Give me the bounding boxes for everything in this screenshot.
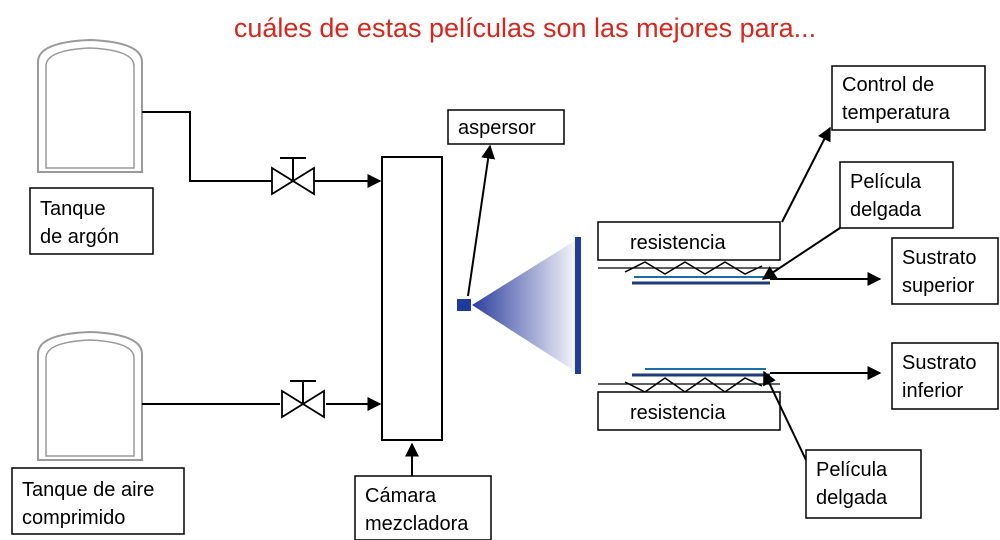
- substrate-bottom-label: Sustrato inferior: [902, 352, 982, 402]
- air-tank-label: Tanque de aire comprimido: [22, 479, 160, 529]
- temperature-control-box: [831, 65, 986, 131]
- substrate-bottom-label-box: [891, 342, 999, 410]
- resistance-top-label: resistencia: [630, 232, 726, 254]
- spray-cone: [472, 240, 576, 372]
- resistance-bottom-coil: [624, 377, 763, 393]
- sprayer-label: aspersor: [458, 117, 536, 139]
- substrate-top-label-box: [891, 237, 999, 305]
- mixing-chamber-label: Cámara mezcladora: [365, 485, 469, 535]
- air-tank-label-box: [11, 467, 185, 535]
- deposition-plate: [575, 237, 581, 374]
- film-top-label-box: [839, 161, 954, 229]
- sprayer-label-box: [447, 109, 565, 145]
- argon-line: [142, 111, 272, 182]
- film-bottom-label: Película delgada: [816, 459, 893, 509]
- resistance-bottom-box: [597, 391, 781, 431]
- argon-tank-label: Tanque de argón: [40, 198, 119, 248]
- mixing-chamber-label-box: [354, 475, 492, 540]
- temperature-control-pointer: [781, 126, 831, 223]
- film-top-label: Película delgada: [850, 171, 927, 221]
- argon-valve-icon: [271, 157, 315, 196]
- air-valve-icon: [281, 380, 325, 419]
- temperature-control-label: Control de temperatura: [842, 74, 951, 124]
- page-title: cuáles de estas películas son las mejore…: [234, 13, 816, 43]
- substrate-top-label: Sustrato superior: [902, 247, 982, 297]
- mixing-chamber: [381, 156, 443, 441]
- sprayer-pointer: [467, 144, 496, 297]
- film-top-pointer: [761, 227, 841, 280]
- sprayer-nozzle: [457, 299, 471, 311]
- film-bottom-label-box: [805, 449, 922, 519]
- film-bottom-pointer: [763, 370, 807, 461]
- resistance-top-coil: [624, 261, 763, 275]
- resistance-bottom-label: resistencia: [630, 402, 726, 424]
- argon-tank: [37, 38, 143, 173]
- resistance-top-box: [597, 221, 781, 261]
- argon-tank-label-box: [29, 187, 154, 255]
- air-tank: [37, 330, 143, 461]
